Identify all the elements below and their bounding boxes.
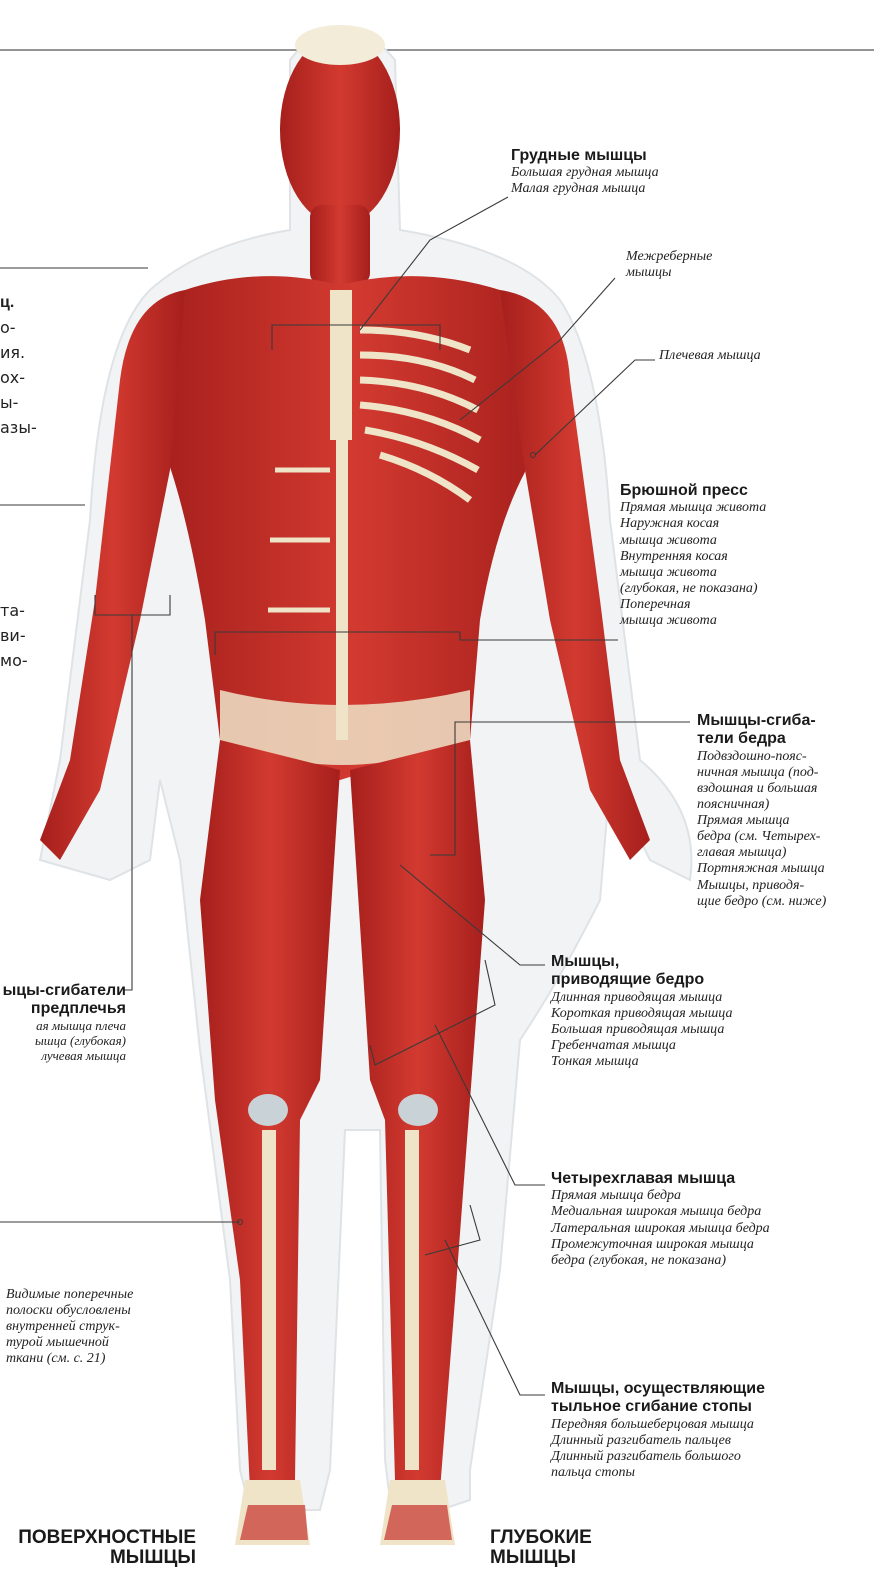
label-adductors-title: Мышцы, <box>551 953 732 971</box>
left-fragment-line: ох- <box>0 365 37 390</box>
label-hip-flexors-item: главая мышца) <box>697 845 826 861</box>
left-fragment-line: та- <box>0 598 28 623</box>
label-forearm-flexors-item: лучевая мышца <box>0 1049 126 1064</box>
label-striations: Видимые поперечные полоски обусловлены в… <box>6 1287 133 1367</box>
label-forearm-flexors-title: предплечья <box>0 1000 126 1018</box>
linea-alba <box>336 440 348 740</box>
label-quadriceps-item: бедра (глубокая, не показана) <box>551 1253 770 1269</box>
label-pectoral: Грудные мышцы Большая грудная мышца Мала… <box>511 147 659 198</box>
label-adductors: Мышцы, приводящие бедро Длинная приводящ… <box>551 953 732 1070</box>
label-striations-item: турой мышечной <box>6 1335 133 1351</box>
left-fragment-line: ц. <box>0 290 37 315</box>
label-intercostal: Межреберные мышцы <box>626 249 712 281</box>
left-fragment-line: ия. <box>0 340 37 365</box>
label-hip-flexors-item: Портняжная мышца <box>697 861 826 877</box>
label-pectoral-item: Большая грудная мышца <box>511 165 659 181</box>
skull-cap <box>295 25 385 65</box>
label-abdominal-item: Поперечная <box>620 597 766 613</box>
label-striations-item: Видимые поперечные <box>6 1287 133 1303</box>
label-forearm-flexors: ыцы-сгибатели предплечья ая мышца плеча … <box>0 982 126 1064</box>
label-dorsiflexors-item: пальца стопы <box>551 1465 765 1481</box>
label-striations-item: ткани (см. с. 21) <box>6 1351 133 1367</box>
label-abdominal-item: (глубокая, не показана) <box>620 581 766 597</box>
label-forearm-flexors-item: ышца (глубокая) <box>0 1034 126 1049</box>
label-intercostal-item: Межреберные <box>626 249 712 265</box>
label-dorsiflexors-item: Длинный разгибатель пальцев <box>551 1433 765 1449</box>
left-knee <box>248 1094 288 1126</box>
label-abdominal-item: Прямая мышца живота <box>620 500 766 516</box>
label-quadriceps-title: Четырехглавая мышца <box>551 1170 770 1188</box>
label-forearm-flexors-item: ая мышца плеча <box>0 1019 126 1034</box>
label-hip-flexors-item: Мышцы, приводя- <box>697 878 826 894</box>
label-quadriceps-item: Прямая мышца бедра <box>551 1188 770 1204</box>
label-pectoral-title: Грудные мышцы <box>511 147 659 165</box>
label-abdominal-item: Внутренняя косая <box>620 549 766 565</box>
footer-superficial-line: ПОВЕРХНОСТНЫЕ <box>0 1528 196 1548</box>
label-hip-flexors-item: ничная мышца (под- <box>697 765 826 781</box>
label-adductors-item: Тонкая мышца <box>551 1054 732 1070</box>
sternum <box>330 290 352 440</box>
label-brachial-item: Плечевая мышца <box>659 348 761 364</box>
label-abdominal-item: Наружная косая <box>620 516 766 532</box>
label-hip-flexors-item: Подвздошно-пояс- <box>697 749 826 765</box>
label-adductors-item: Короткая приводящая мышца <box>551 1006 732 1022</box>
label-adductors-title: приводящие бедро <box>551 971 732 989</box>
label-dorsiflexors: Мышцы, осуществляющие тыльное сгибание с… <box>551 1380 765 1481</box>
label-hip-flexors-item: бедра (см. Четырех- <box>697 829 826 845</box>
footer-deep-line: ГЛУБОКИЕ <box>490 1528 592 1548</box>
label-abdominal-item: мышца живота <box>620 565 766 581</box>
label-adductors-item: Гребенчатая мышца <box>551 1038 732 1054</box>
label-dorsiflexors-item: Передняя большеберцовая мышца <box>551 1417 765 1433</box>
label-adductors-item: Длинная приводящая мышца <box>551 990 732 1006</box>
label-hip-flexors-item: вздошная и большая <box>697 781 826 797</box>
label-brachial: Плечевая мышца <box>659 348 761 364</box>
label-hip-flexors-title: Мышцы-сгиба- <box>697 712 826 730</box>
label-hip-flexors-item: Прямая мышца <box>697 813 826 829</box>
label-hip-flexors-title: тели бедра <box>697 730 826 748</box>
left-fragment-line: ви- <box>0 623 28 648</box>
neck <box>310 205 370 285</box>
label-abdominal: Брюшной пресс Прямая мышца живота Наружн… <box>620 482 766 629</box>
label-quadriceps-item: Латеральная широкая мышца бедра <box>551 1221 770 1237</box>
footer-superficial-line: МЫШЦЫ <box>0 1548 196 1568</box>
label-adductors-item: Большая приводящая мышца <box>551 1022 732 1038</box>
label-striations-item: полоски обусловлены <box>6 1303 133 1319</box>
label-abdominal-item: мышца живота <box>620 613 766 629</box>
footer-deep: ГЛУБОКИЕ МЫШЦЫ <box>490 1528 592 1568</box>
label-dorsiflexors-title: тыльное сгибание стопы <box>551 1398 765 1416</box>
label-abdominal-title: Брюшной пресс <box>620 482 766 500</box>
left-fragment-line: ы- <box>0 390 37 415</box>
label-abdominal-item: мышца живота <box>620 533 766 549</box>
label-forearm-flexors-title: ыцы-сгибатели <box>0 982 126 1000</box>
left-tibia <box>262 1130 276 1470</box>
left-fragment-line: мо- <box>0 648 28 673</box>
left-fragment-line: азы- <box>0 415 37 440</box>
label-striations-item: внутренней струк- <box>6 1319 133 1335</box>
footer-superficial: ПОВЕРХНОСТНЫЕ МЫШЦЫ <box>0 1528 196 1568</box>
left-text-fragment-2: та- ви- мо- <box>0 598 28 673</box>
label-quadriceps: Четырехглавая мышца Прямая мышца бедра М… <box>551 1170 770 1269</box>
label-quadriceps-item: Промежуточная широкая мышца <box>551 1237 770 1253</box>
left-text-fragment-1: ц. о- ия. ох- ы- азы- <box>0 290 37 440</box>
label-quadriceps-item: Медиальная широкая мышца бедра <box>551 1204 770 1220</box>
label-dorsiflexors-item: Длинный разгибатель большого <box>551 1449 765 1465</box>
label-hip-flexors: Мышцы-сгиба- тели бедра Подвздошно-пояс-… <box>697 712 826 910</box>
left-fragment-line: о- <box>0 315 37 340</box>
label-hip-flexors-item: поясничная) <box>697 797 826 813</box>
right-tibia <box>405 1130 419 1470</box>
label-pectoral-item: Малая грудная мышца <box>511 181 659 197</box>
right-knee <box>398 1094 438 1126</box>
label-dorsiflexors-title: Мышцы, осуществляющие <box>551 1380 765 1398</box>
footer-deep-line: МЫШЦЫ <box>490 1548 592 1568</box>
label-intercostal-item: мышцы <box>626 265 712 281</box>
label-hip-flexors-item: щие бедро (см. ниже) <box>697 894 826 910</box>
